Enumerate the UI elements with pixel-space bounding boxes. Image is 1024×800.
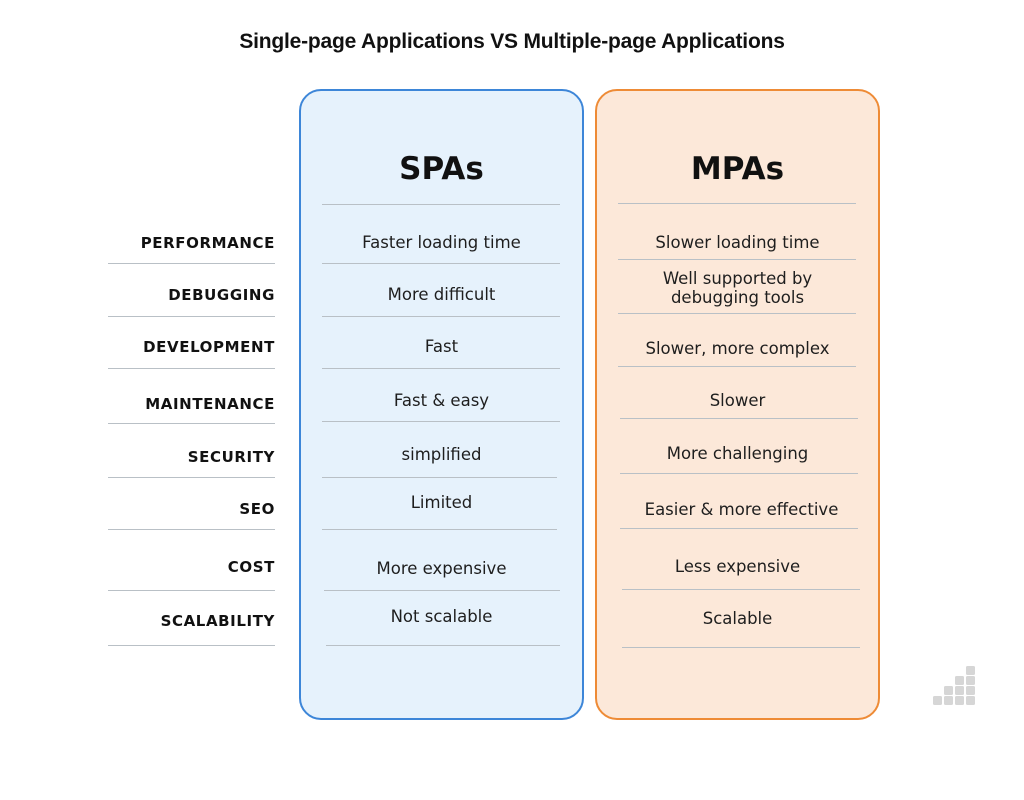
staircase-bars-icon [933,666,975,705]
label-divider [108,590,275,591]
mpa-cell-maintenance: Slower [709,391,766,410]
row-label-seo: SEO [239,500,275,518]
label-divider [108,529,275,530]
row-label-maintenance: MAINTENANCE [145,395,275,413]
page-title: Single-page Applications VS Multiple-pag… [239,30,785,53]
spa-cell-cost: More expensive [376,559,507,578]
row-label-development: DEVELOPMENT [143,338,275,356]
mpa-column-heading: MPAs [690,151,785,187]
spa-row-divider [322,477,557,478]
mpa-row-divider [618,313,856,314]
mpa-cell-debugging: Well supported by debugging tools [662,269,813,307]
mpa-cell-development: Slower, more complex [645,339,830,358]
spa-column: SPAs [299,89,584,720]
mpa-row-divider [620,528,858,529]
mpa-cell-performance: Slower loading time [655,233,820,252]
mpa-cell-cost: Less expensive [674,557,801,576]
mpa-row-divider [622,589,860,590]
spa-heading-divider [322,204,560,205]
spa-cell-scalability: Not scalable [390,607,493,626]
row-label-cost: COST [227,558,275,576]
label-divider [108,316,275,317]
spa-row-divider [322,263,560,264]
mpa-cell-security: More challenging [666,444,809,463]
spa-cell-debugging: More difficult [387,285,496,304]
mpa-column: MPAs [595,89,880,720]
spa-row-divider [322,421,560,422]
spa-row-divider [322,316,560,317]
label-divider [108,423,275,424]
spa-row-divider [324,590,560,591]
mpa-cell-scalability: Scalable [702,609,773,628]
row-label-scalability: SCALABILITY [160,612,275,630]
spa-row-divider [322,368,560,369]
label-divider [108,645,275,646]
label-divider [108,263,275,264]
mpa-cell-seo: Easier & more effective [644,500,839,519]
row-label-debugging: DEBUGGING [168,286,275,304]
spa-row-divider [326,645,560,646]
mpa-row-divider [622,647,860,648]
spa-cell-performance: Faster loading time [362,233,521,252]
row-label-performance: PERFORMANCE [140,234,275,252]
mpa-row-divider [618,259,856,260]
spa-cell-maintenance: Fast & easy [393,391,490,410]
mpa-heading-divider [618,203,856,204]
spa-cell-security: simplified [401,445,482,464]
label-divider [108,477,275,478]
spa-column-heading: SPAs [399,151,484,187]
row-label-security: SECURITY [187,448,275,466]
mpa-row-divider [618,366,856,367]
label-divider [108,368,275,369]
spa-cell-development: Fast [424,337,459,356]
mpa-row-divider [620,473,858,474]
spa-cell-seo: Limited [410,493,473,512]
spa-row-divider [322,529,557,530]
mpa-row-divider [620,418,858,419]
